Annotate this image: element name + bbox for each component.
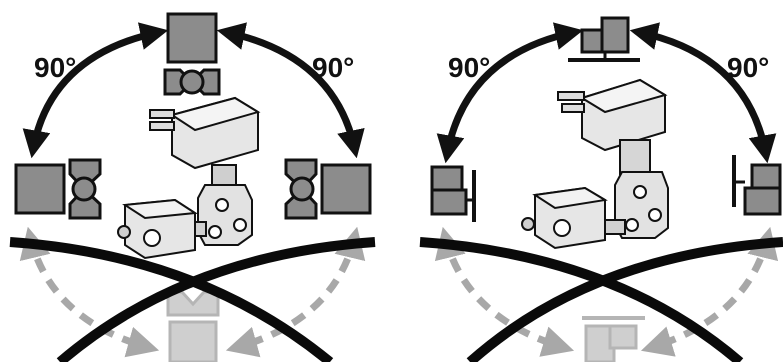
ghost-actuator-icon [168, 320, 218, 362]
forbidden-orientation-ghost [19, 226, 366, 362]
forbidden-orientation-ghost [434, 226, 779, 362]
angle-label-left: 90° [34, 52, 76, 83]
arc-top-to-right [629, 22, 777, 164]
arc-top-to-right [216, 22, 365, 159]
ghost-arc-left [19, 226, 160, 358]
actuator-with-bracket-icon-top [568, 16, 640, 62]
angle-label-left: 90° [448, 52, 490, 83]
ghost-arc-right [640, 226, 779, 357]
left-panel: 90° 90° [9, 12, 376, 362]
angle-label-right: 90° [312, 52, 354, 83]
actuator-on-valve-icon-left [14, 158, 102, 220]
ghost-actuator-icon-secondary [608, 324, 638, 350]
actuator-on-valve-icon-right [284, 158, 372, 220]
actuator-with-bracket-icon-right [732, 155, 782, 216]
valve-actuator-illustration [117, 96, 261, 260]
ghost-arc-left [434, 226, 575, 357]
forbidden-cross [9, 237, 376, 362]
ghost-arc-right [225, 226, 366, 358]
angle-label-right: 90° [727, 52, 769, 83]
ghost-valve-icon [166, 290, 220, 317]
arc-top-to-left [436, 22, 584, 164]
actuator-with-bracket-icon-left [430, 165, 476, 222]
arc-top-to-left [22, 22, 169, 159]
actuator-on-valve-icon-top [163, 12, 221, 96]
right-panel: 90° 90° [419, 16, 783, 362]
forbidden-cross [419, 237, 783, 362]
valve-actuator-illustration [521, 78, 669, 250]
